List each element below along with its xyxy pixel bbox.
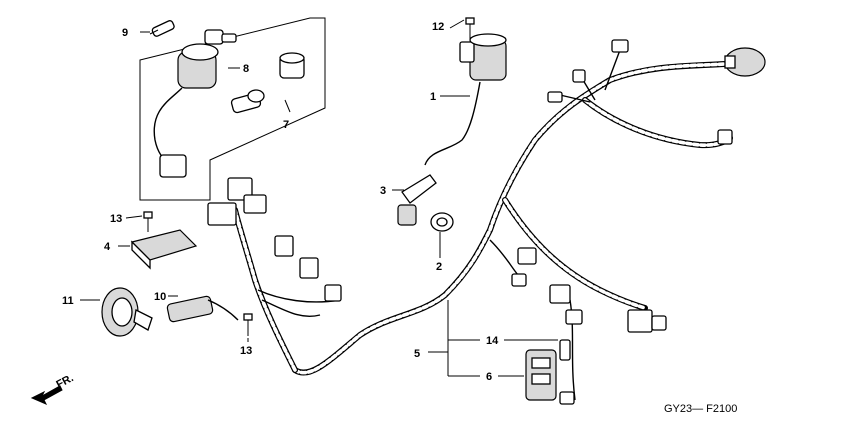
ignition-switch-set-group bbox=[139, 17, 326, 201]
callout-5: 5 bbox=[414, 348, 420, 360]
relay-icon bbox=[166, 295, 239, 323]
lock-cylinder-icon bbox=[279, 52, 305, 79]
front-direction-arrow-icon bbox=[30, 385, 63, 405]
callout-10: 10 bbox=[154, 291, 166, 303]
main-switch-connector-icon bbox=[724, 47, 766, 77]
diagram-code: GY23— F2100 bbox=[664, 403, 737, 415]
callout-8: 8 bbox=[243, 63, 249, 75]
fuse-box-icon bbox=[525, 349, 557, 401]
regulator-icon bbox=[130, 229, 198, 270]
callout-9: 9 bbox=[122, 27, 128, 39]
seat-lock-icon bbox=[230, 89, 265, 114]
ignition-coil-icon bbox=[424, 33, 507, 166]
callouts: 1 2 3 4 5 6 7 8 9 10 11 12 13 13 14 bbox=[62, 21, 499, 383]
callout-11: 11 bbox=[62, 295, 74, 307]
callout-2: 2 bbox=[436, 261, 442, 273]
fuse-icon bbox=[559, 339, 571, 361]
screw-13-icon bbox=[143, 211, 153, 232]
callout-7: 7 bbox=[283, 119, 289, 131]
main-wire-harness bbox=[232, 49, 733, 401]
callout-3: 3 bbox=[380, 185, 386, 197]
callout-14: 14 bbox=[486, 335, 499, 347]
callout-13-relay: 13 bbox=[240, 345, 252, 357]
spark-plug-cap-icon bbox=[397, 174, 437, 226]
callout-1: 1 bbox=[430, 91, 436, 103]
kit-box-outline bbox=[139, 17, 326, 201]
ignition-switch-icon bbox=[153, 29, 237, 178]
screw-12-icon bbox=[465, 17, 475, 40]
key-icon bbox=[149, 20, 175, 37]
screw-13b-icon bbox=[243, 313, 253, 336]
callout-13-regulator: 13 bbox=[110, 213, 122, 225]
grommet-icon bbox=[430, 212, 454, 232]
horn-icon bbox=[101, 287, 153, 337]
callout-4: 4 bbox=[104, 241, 111, 253]
callout-12: 12 bbox=[432, 21, 444, 33]
callout-6: 6 bbox=[486, 371, 492, 383]
direction-label: FR. bbox=[54, 372, 75, 391]
leader-lines bbox=[80, 19, 558, 377]
connectors bbox=[207, 39, 733, 405]
